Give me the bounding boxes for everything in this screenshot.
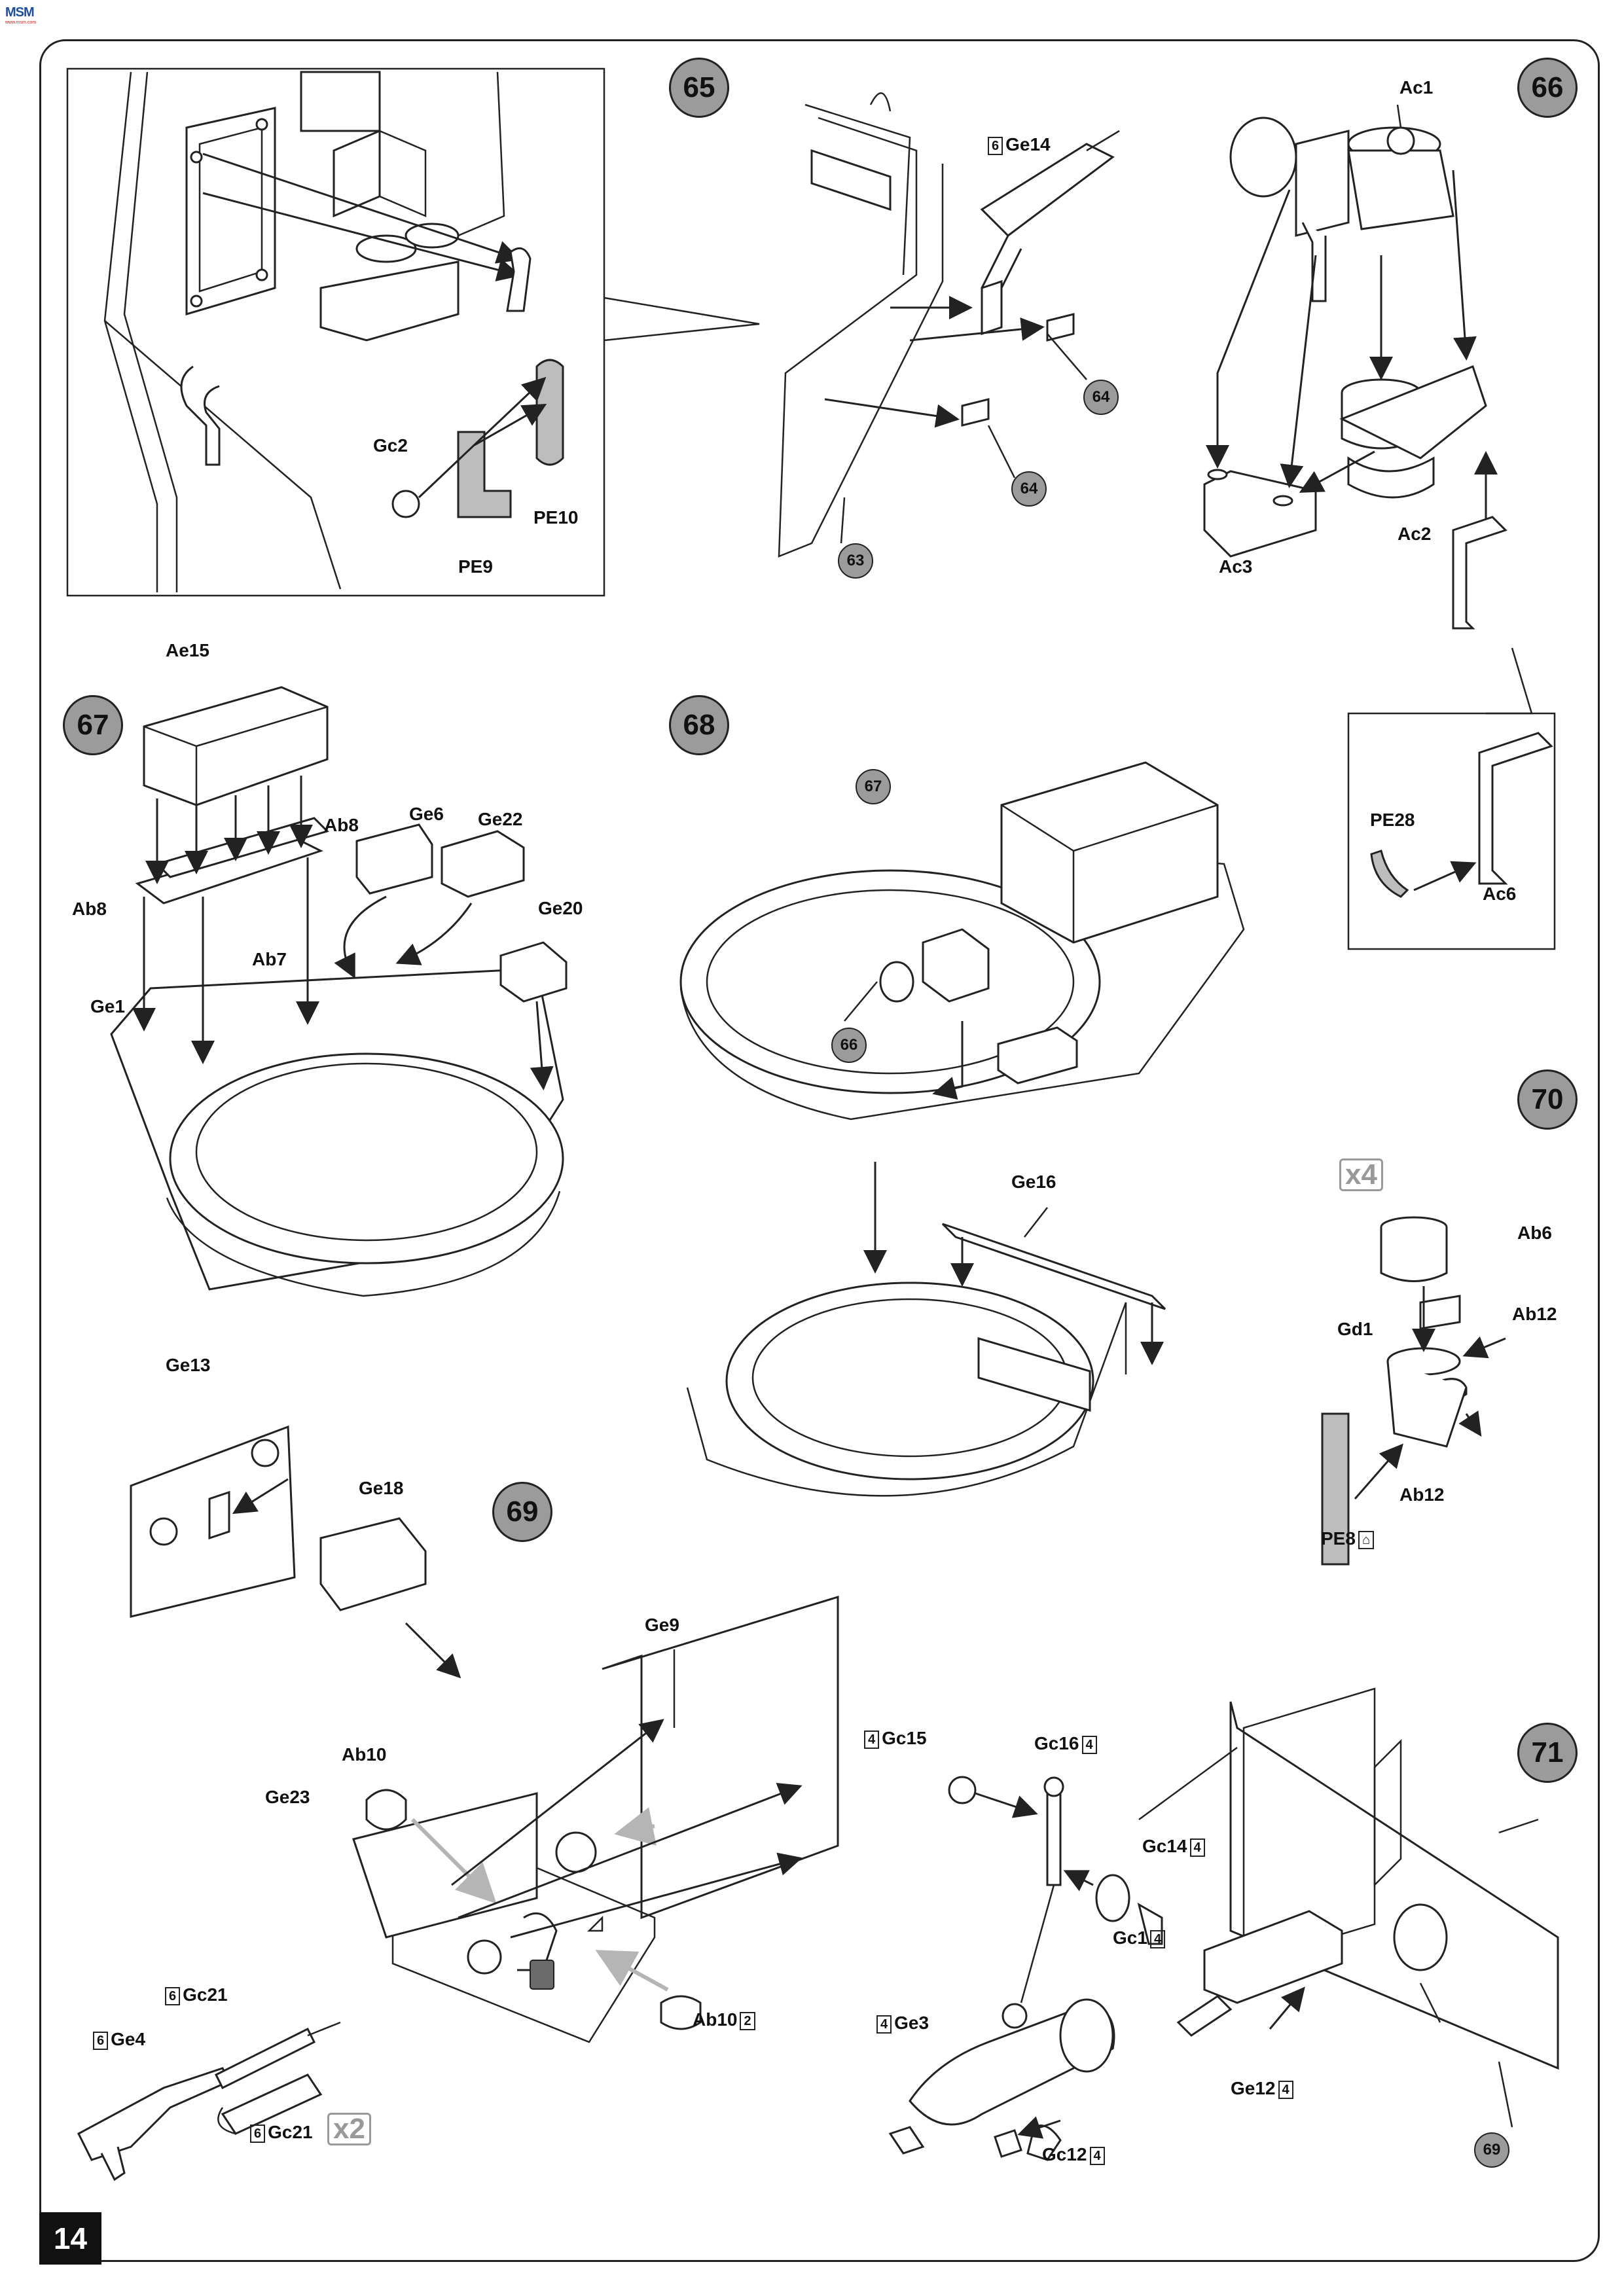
label-ge16: Ge16 [1011, 1172, 1056, 1192]
step-68-badge: 68 [669, 695, 729, 755]
label-ab12: Ab12 [1512, 1304, 1557, 1324]
label-ge18: Ge18 [359, 1478, 404, 1498]
ref-step-69: 69 [1474, 2132, 1509, 2168]
step66-drawing [1203, 104, 1556, 950]
label-pe10: PE10 [533, 507, 579, 528]
step65-detail-drawing [66, 67, 760, 597]
label-ab6: Ab6 [1517, 1223, 1552, 1243]
step-69-badge: 69 [492, 1482, 552, 1542]
label-ac1: Ac1 [1399, 77, 1434, 98]
step65-main-drawing [778, 92, 1120, 558]
label-ac3: Ac3 [1219, 556, 1253, 577]
step-65-badge: 65 [669, 58, 729, 118]
step-67-badge: 67 [63, 695, 123, 755]
label-pe8: PE8⌂ [1321, 1528, 1377, 1549]
multiplier-x2: x2 [327, 2113, 371, 2145]
ref-step-63: 63 [838, 543, 873, 579]
label-ge9: Ge9 [645, 1615, 679, 1635]
qty-box: 6 [988, 136, 1003, 155]
step-70-badge: 70 [1517, 1069, 1578, 1130]
step-66-badge: 66 [1517, 58, 1578, 118]
ref-step-66: 66 [831, 1028, 867, 1063]
label-ge1: Ge1 [90, 996, 125, 1016]
label-gc2: Gc2 [373, 435, 408, 456]
label-ge13: Ge13 [166, 1355, 211, 1375]
label-gd1: Gd1 [1337, 1319, 1373, 1339]
multiplier-x4: x4 [1339, 1158, 1383, 1191]
label-ab7: Ab7 [252, 949, 287, 969]
logo-text: MSM [5, 5, 35, 20]
step-71-badge: 71 [1517, 1723, 1578, 1783]
label-ge23: Ge23 [265, 1787, 310, 1807]
label-ac6: Ac6 [1483, 884, 1517, 904]
step70-drawing [1321, 1216, 1506, 1566]
page-frame [39, 39, 1600, 2262]
step68-drawing [679, 761, 1245, 1497]
label-pe9: PE9 [458, 556, 493, 577]
label-ab8: Ab8 [324, 815, 359, 835]
step69-drawing [77, 1425, 839, 2181]
step67-drawing [110, 686, 568, 1297]
logo-sub: www.msm.com [5, 20, 37, 25]
label-pe28: PE28 [1370, 810, 1415, 830]
label-ac2: Ac2 [1398, 524, 1432, 544]
label-ab10: Ab10 [342, 1744, 387, 1765]
label-ge20: Ge20 [538, 898, 583, 918]
label-ge22: Ge22 [478, 809, 523, 829]
publisher-logo: MSM www.msm.com [5, 5, 48, 26]
label-ge6: Ge6 [409, 804, 444, 824]
ref-step-67: 67 [856, 769, 891, 804]
home-icon: ⌂ [1358, 1530, 1375, 1549]
ref-step-64: 64 [1011, 471, 1047, 507]
page-number: 14 [39, 2212, 101, 2265]
ref-step-64: 64 [1083, 380, 1119, 415]
label-ab12: Ab12 [1399, 1484, 1445, 1505]
step71-drawing [888, 1687, 1559, 2161]
label-ab8: Ab8 [72, 899, 107, 919]
label-ae15: Ae15 [166, 640, 209, 660]
